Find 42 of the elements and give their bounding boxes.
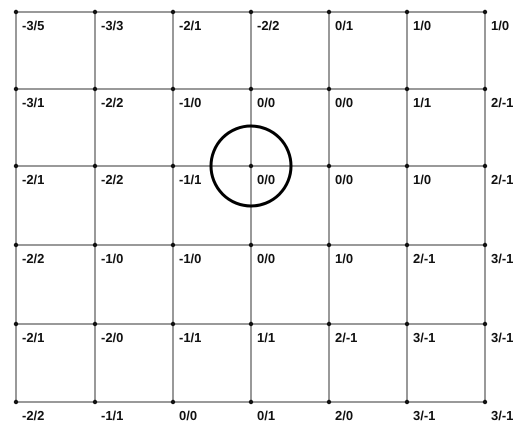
grid-value: 2/0 <box>335 409 354 423</box>
grid-value: 3/-1 <box>413 409 436 423</box>
grid-value: 3/-1 <box>491 409 514 423</box>
grid-value: 2/-1 <box>335 331 358 345</box>
grid-value: 0/0 <box>257 252 276 266</box>
grid-value: 0/1 <box>335 19 354 33</box>
grid-value: -1/1 <box>179 331 202 345</box>
grid-value: -2/1 <box>22 331 44 345</box>
grid-value: -3/1 <box>22 96 44 110</box>
grid-value: 1/0 <box>491 19 510 33</box>
grid-value: 2/-1 <box>413 252 436 266</box>
grid-value: -1/0 <box>179 96 202 110</box>
grid-value: -1/1 <box>101 409 124 423</box>
grid-value: 1/0 <box>335 252 354 266</box>
grid-value: 1/0 <box>413 173 432 187</box>
grid-value: 2/-1 <box>491 96 514 110</box>
grid-value: -2/2 <box>257 19 280 33</box>
grid-value: -2/1 <box>22 173 44 187</box>
grid-value: 1/1 <box>413 96 432 110</box>
grid-value: 3/-1 <box>413 331 436 345</box>
grid-value: 0/1 <box>257 409 276 423</box>
grid-value: -2/0 <box>101 331 124 345</box>
grid-value: 3/-1 <box>491 331 514 345</box>
grid-value: -1/0 <box>101 252 124 266</box>
grid-value: 0/0 <box>257 96 276 110</box>
grid-value: -3/5 <box>22 19 44 33</box>
grid-value: -2/2 <box>22 252 44 266</box>
grid-value: 2/-1 <box>491 173 514 187</box>
grid-value: 1/0 <box>413 19 432 33</box>
grid-value: -3/3 <box>101 19 124 33</box>
grid-value: -2/1 <box>179 19 202 33</box>
grid-value: 0/0 <box>335 96 354 110</box>
grid-value: -2/2 <box>101 173 124 187</box>
grid-value: 1/1 <box>257 331 276 345</box>
grid-value: 0/0 <box>179 409 198 423</box>
grid-value: 3/-1 <box>491 252 514 266</box>
grid-value: -2/2 <box>101 96 124 110</box>
grid-value: -2/2 <box>22 409 44 423</box>
grid-value: -1/1 <box>179 173 202 187</box>
grid-value: 0/0 <box>257 173 276 187</box>
grid-value: -1/0 <box>179 252 202 266</box>
grid-value: 0/0 <box>335 173 354 187</box>
